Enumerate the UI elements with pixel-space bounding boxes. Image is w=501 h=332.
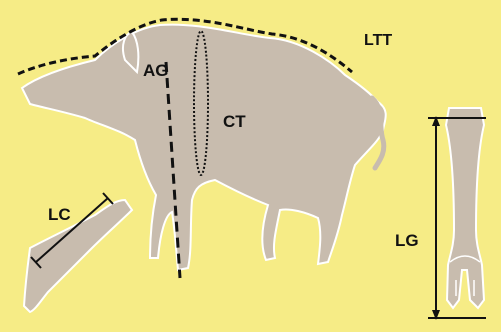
- label-ag: AG: [143, 62, 169, 79]
- foot-bone-silhouette: [446, 108, 484, 308]
- label-ct: CT: [223, 113, 246, 130]
- skull-silhouette: [24, 200, 132, 312]
- label-lc: LC: [48, 206, 71, 223]
- label-lg: LG: [395, 232, 419, 249]
- label-ltt: LTT: [364, 33, 392, 49]
